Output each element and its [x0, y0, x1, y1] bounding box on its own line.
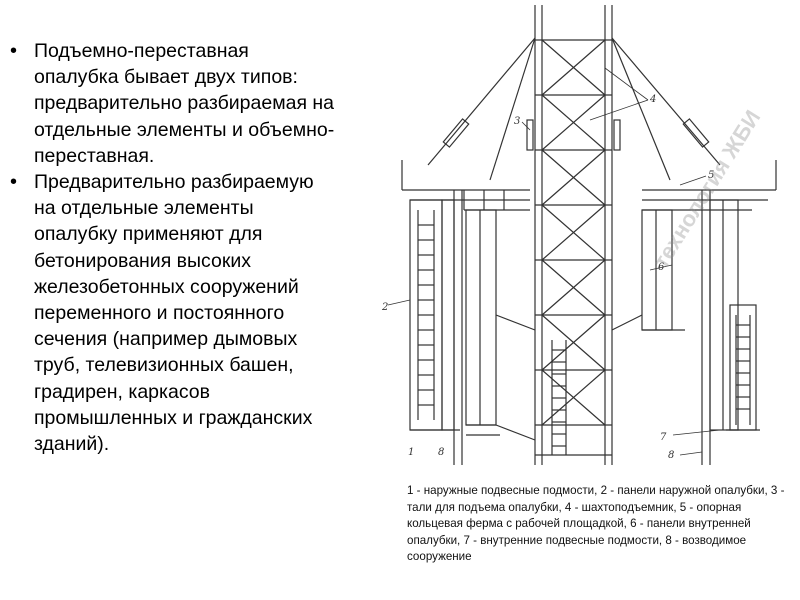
label-6: 6 — [658, 262, 665, 273]
label-8-right: 8 — [668, 450, 674, 461]
shaft-lift-tower — [534, 5, 613, 465]
watermark-text: технология ЖБИ — [648, 106, 765, 273]
bullet-list: Подъемно-переставная опалубка бывает дву… — [8, 38, 338, 457]
left-inner-formwork — [465, 209, 536, 441]
figure-caption: 1 - наружные подвесные подмости, 2 - пан… — [407, 484, 785, 564]
right-wall — [701, 190, 711, 465]
right-outer-formwork — [709, 199, 760, 431]
bullet-item-2: Предварительно разбираемую на отдельные … — [8, 169, 338, 457]
label-5: 5 — [708, 170, 714, 181]
text-column: Подъемно-переставная опалубка бывает дву… — [8, 38, 338, 457]
label-8-left: 8 — [438, 447, 444, 458]
hoist-ropes — [427, 37, 721, 181]
bullet-item-1: Подъемно-переставная опалубка бывает дву… — [8, 38, 338, 169]
label-4: 4 — [649, 94, 656, 105]
label-1: 1 — [408, 447, 414, 458]
left-outer-formwork — [409, 199, 460, 431]
leader-lines — [387, 67, 721, 456]
label-7: 7 — [660, 432, 667, 443]
label-3: 3 — [514, 116, 520, 127]
formwork-diagram: 2 1 3 4 5 6 7 8 8 технология ЖБИ — [381, 5, 777, 465]
right-inner-formwork — [611, 209, 685, 331]
label-2: 2 — [381, 302, 388, 313]
left-wall — [453, 190, 463, 465]
left-platform — [401, 160, 530, 211]
